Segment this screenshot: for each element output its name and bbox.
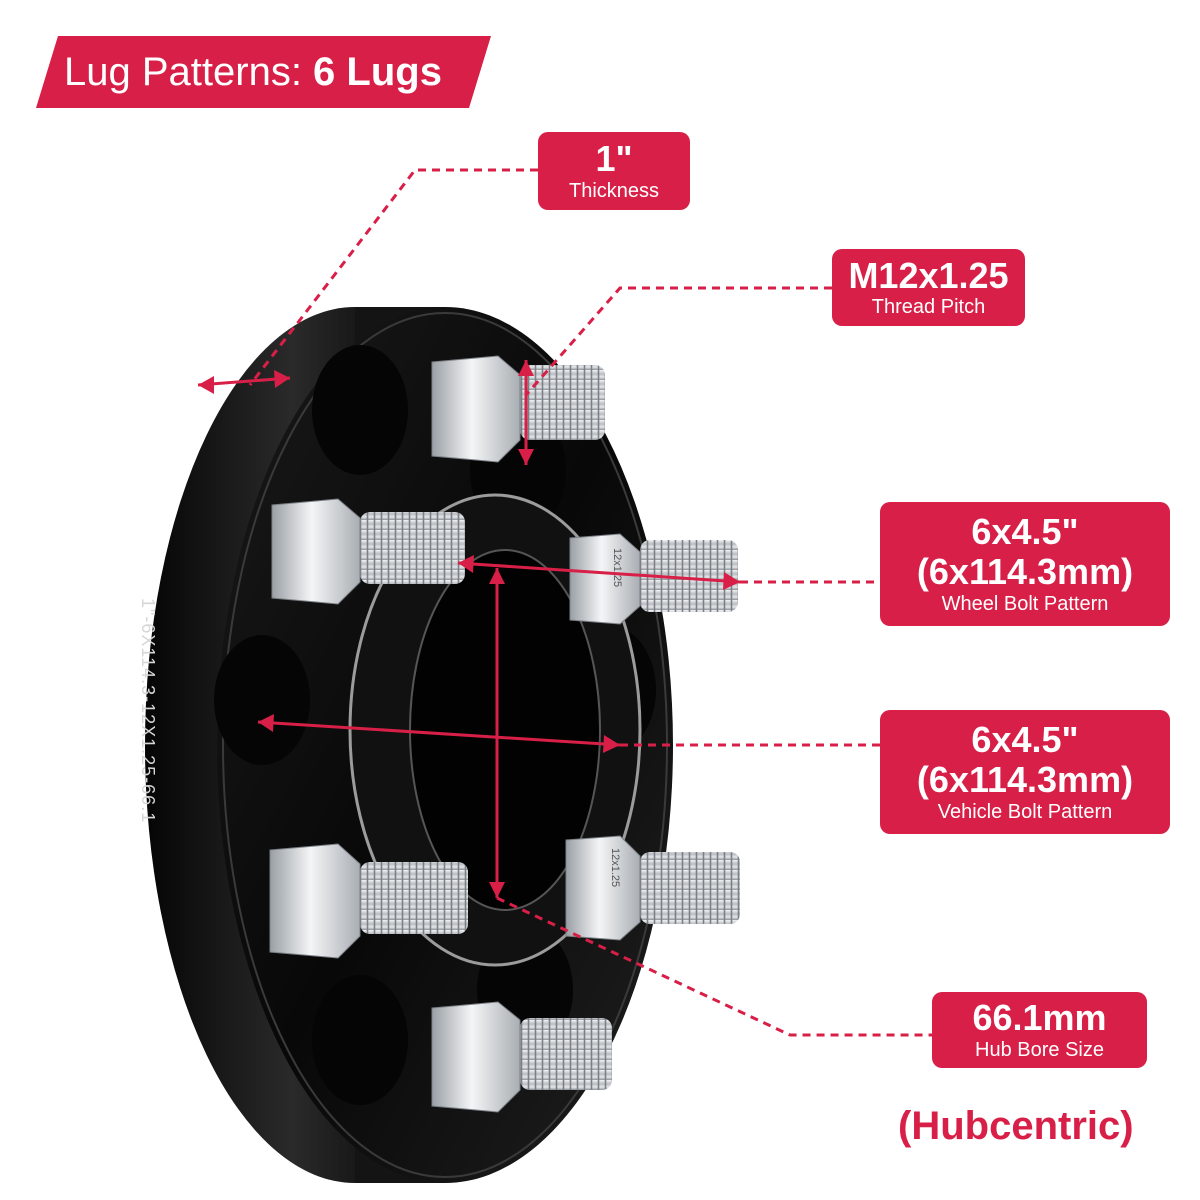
hub-bore-value: 66.1mm: [972, 997, 1107, 1039]
hub-bore-leader: [496, 896, 932, 1037]
banner-prefix: Lug Patterns:: [64, 50, 314, 94]
vehicle-bolt-pattern-inches: 6x4.5": [971, 719, 1079, 761]
arrowhead: [274, 370, 290, 388]
thread-pitch-label: M12x1.25 Thread Pitch: [832, 249, 1025, 326]
vehicle-bolt-pattern-label: 6x4.5" (6x114.3mm) Vehicle Bolt Pattern: [880, 710, 1170, 834]
hub-bore: [409, 549, 601, 911]
lug-pattern-banner: Lug Patterns: 6 Lugs: [36, 36, 491, 108]
thread-pitch-caption: Thread Pitch: [871, 296, 986, 319]
stud-upper-right: 12x1.25: [569, 533, 738, 625]
arrowhead: [489, 568, 505, 584]
lug-hole: [214, 635, 310, 765]
lug-hole: [312, 345, 408, 475]
thickness-label: 1" Thickness: [538, 132, 690, 210]
wheel-bolt-dimension: [457, 561, 741, 584]
lug-hole: [312, 975, 408, 1105]
spacer-engraving: 1"-6X114.3-12X1.25-66.1: [138, 598, 158, 823]
arrowhead: [723, 572, 740, 590]
arrowhead: [489, 882, 505, 898]
thread-leader: [524, 286, 832, 396]
arrowhead: [458, 555, 474, 573]
wheel-bolt-pattern-inches: 6x4.5": [971, 511, 1079, 553]
stud-upper-left: [271, 498, 465, 605]
arrowhead: [518, 449, 534, 465]
arrowhead: [603, 735, 620, 753]
arrowhead: [258, 714, 274, 732]
thickness-value: 1": [595, 138, 633, 180]
stud-bottom: [431, 1001, 612, 1113]
thread-pitch-value: M12x1.25: [848, 254, 1009, 296]
banner-lug-count: 6 Lugs: [313, 50, 442, 94]
stud-lower-right: 12x1.25: [565, 835, 740, 941]
stud-marking: 12x1.25: [611, 548, 623, 587]
stud-top: [431, 355, 605, 463]
vehicle-bolt-dimension: [257, 720, 621, 747]
hub-bore-caption: Hub Bore Size: [975, 1038, 1104, 1061]
thickness-caption: Thickness: [568, 179, 660, 202]
arrowhead: [198, 376, 214, 394]
hubcentric-note: (Hubcentric): [898, 1104, 1134, 1148]
stud-marking: 12x1.25: [609, 848, 621, 887]
wheel-bolt-pattern-caption: Wheel Bolt Pattern: [941, 592, 1109, 615]
wheel-bolt-pattern-mm: (6x114.3mm): [916, 551, 1134, 592]
arrowhead: [518, 360, 534, 376]
stud-lower-left: [269, 843, 468, 959]
wheel-bolt-pattern-label: 6x4.5" (6x114.3mm) Wheel Bolt Pattern: [880, 502, 1170, 626]
hub-bore-label: 66.1mm Hub Bore Size: [932, 992, 1147, 1068]
vehicle-bolt-pattern-mm: (6x114.3mm): [916, 759, 1134, 800]
vehicle-bolt-pattern-caption: Vehicle Bolt Pattern: [937, 800, 1113, 823]
